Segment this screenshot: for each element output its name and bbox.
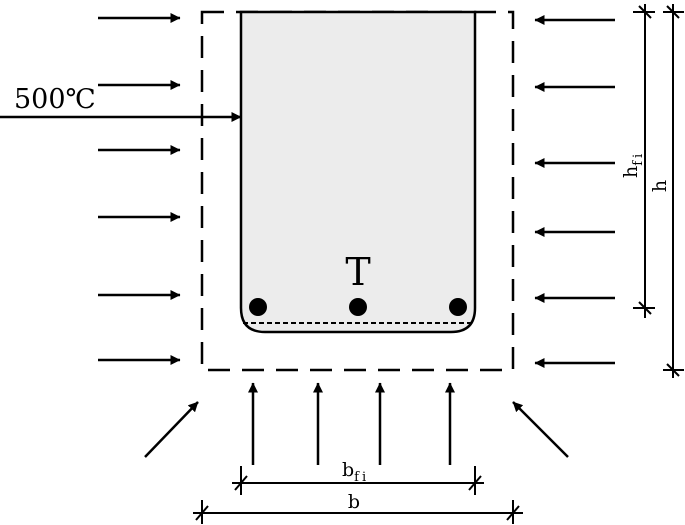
dimension-b-fi-label: bfi (342, 459, 369, 485)
dimension-b-fi (232, 466, 484, 495)
rebar (249, 298, 267, 316)
fire-arrows-left (98, 13, 181, 365)
fire-arrows-diagonal (144, 401, 569, 458)
dimension-b-label: b (348, 491, 360, 513)
isotherm-label: 500℃ (14, 84, 96, 115)
dimension-h-fi-label: hfi (620, 151, 646, 178)
rebars (249, 298, 467, 316)
reduced-section (239, 10, 477, 334)
fire-arrows-bottom (248, 382, 455, 465)
dimension-h (663, 4, 684, 378)
fire-arrow (512, 401, 569, 458)
fire-arrows-right (534, 15, 615, 368)
dimension-b (193, 500, 523, 524)
rebar (449, 298, 467, 316)
tension-label: T (345, 250, 370, 294)
fire-arrow (144, 401, 199, 458)
dimension-h-fi (633, 4, 655, 318)
dimension-h-label: h (649, 180, 671, 192)
rebar (349, 298, 367, 316)
